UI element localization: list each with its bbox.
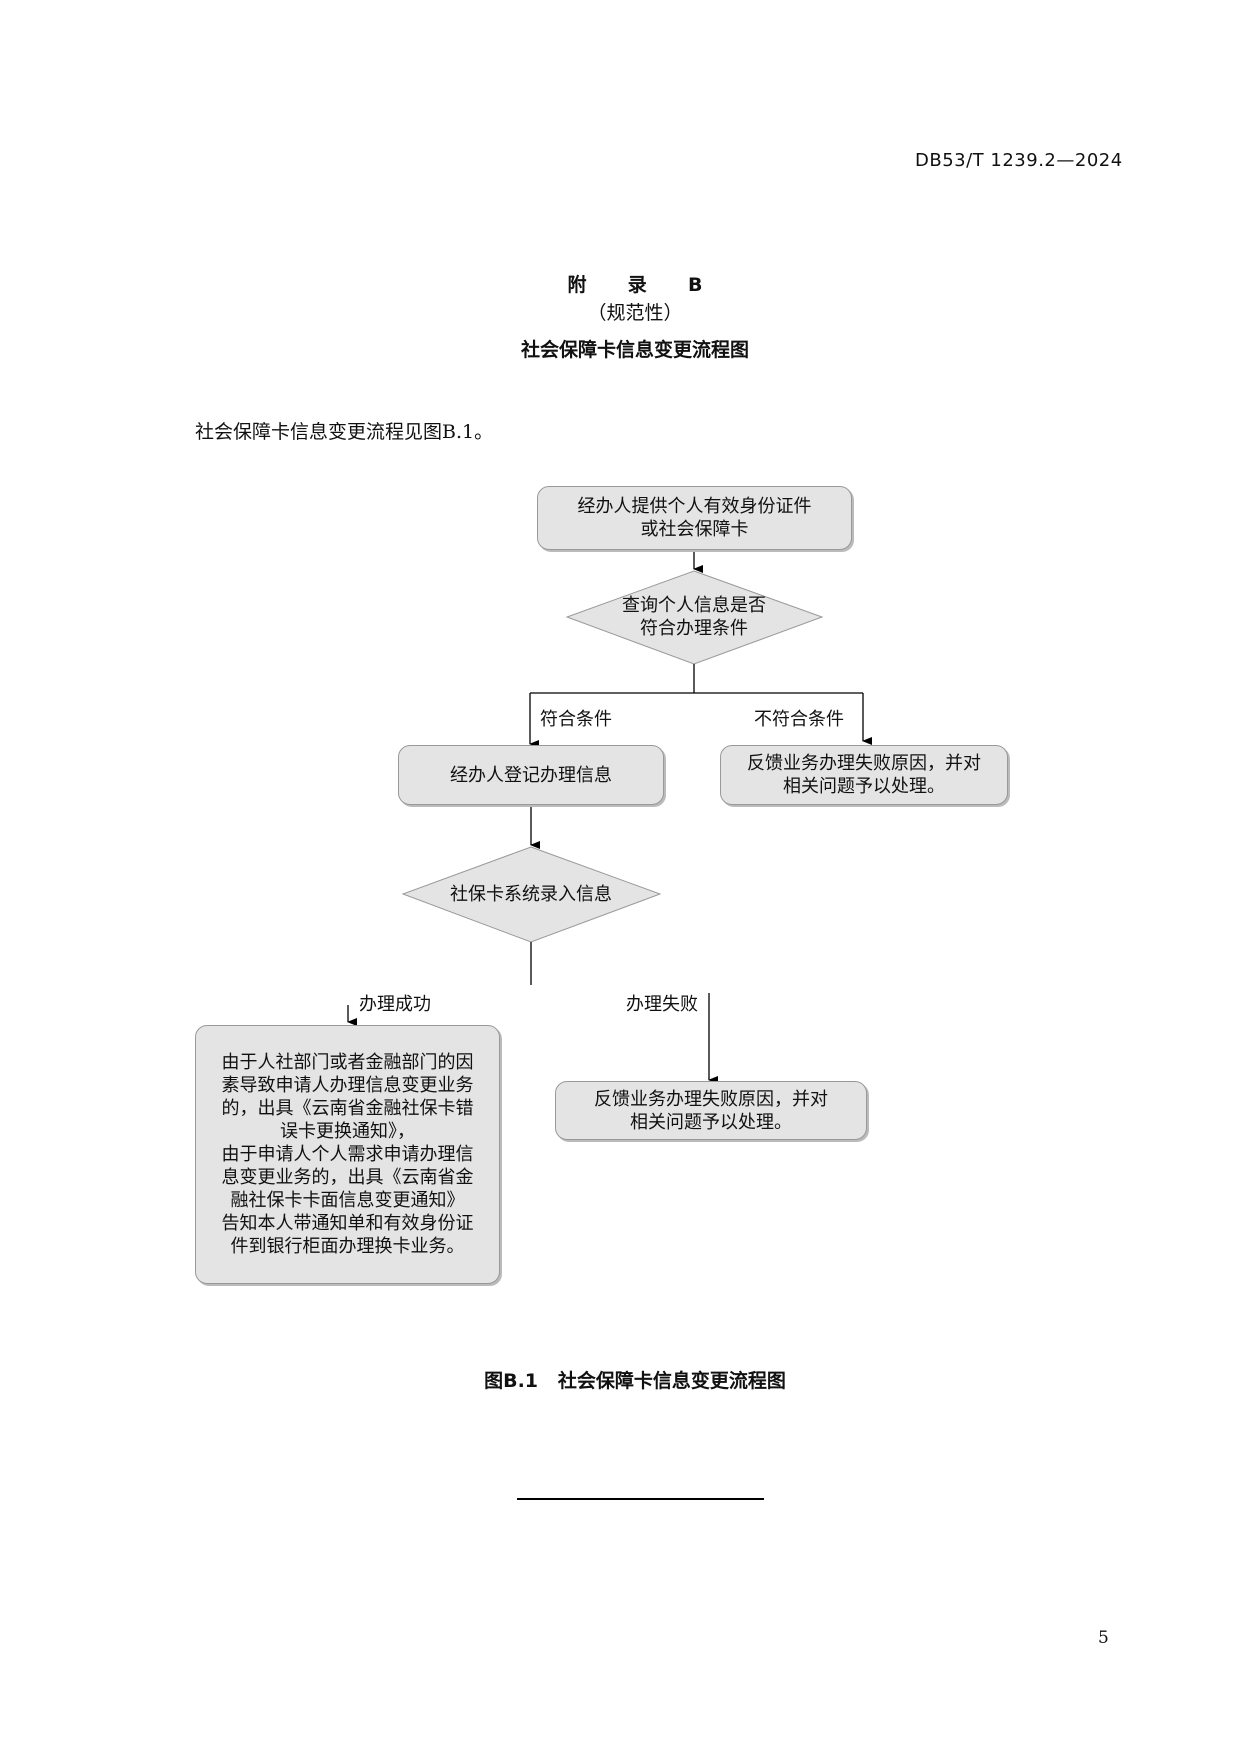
register-box: 经办人登记办理信息 [398, 745, 664, 805]
figure-caption: 图B.1 社会保障卡信息变更流程图 [484, 1370, 786, 1392]
success-box-line: 的，出具《云南省金融社保卡错 [221, 1098, 474, 1119]
branch-no-label: 不符合条件 [754, 709, 844, 730]
appendix-title: 附 录 B [567, 274, 703, 296]
start-box: 经办人提供个人有效身份证件或社会保障卡 [537, 486, 852, 550]
start-box-line: 或社会保障卡 [640, 519, 749, 540]
failure-label: 办理失败 [626, 994, 698, 1015]
success-box-line: 由于人社部门或者金融部门的因 [221, 1052, 474, 1073]
success-box: 由于人社部门或者金融部门的因 素导致申请人办理信息变更业务 的，出具《云南省金融… [195, 1025, 500, 1284]
start-box-line: 经办人提供个人有效身份证件 [577, 496, 812, 517]
document-code: DB53/T 1239.2—2024 [915, 150, 1123, 171]
appendix-type: （规范性） [587, 302, 683, 324]
decision2-text: 社保卡系统录入信息 [450, 884, 612, 905]
fail-box-2: 反馈业务办理失败原因，并对相关问题予以处理。 [555, 1081, 867, 1140]
success-box-line: 件到银行柜面办理换卡业务。 [230, 1236, 465, 1257]
fail-box-2-line: 反馈业务办理失败原因，并对 [594, 1088, 828, 1110]
success-box-line: 误卡更换通知》， [280, 1121, 415, 1142]
decision1-text: 查询个人信息是否符合办理条件 [594, 594, 794, 640]
success-label: 办理成功 [359, 994, 431, 1015]
success-box-line: 由于申请人个人需求申请办理信 [221, 1144, 474, 1165]
success-box-line: 息变更业务的，出具《云南省金 [221, 1167, 474, 1188]
decision1-line: 查询个人信息是否 [622, 595, 766, 616]
branch-yes-label: 符合条件 [540, 709, 612, 730]
fail-box-1: 反馈业务办理失败原因，并对相关问题予以处理。 [720, 745, 1008, 805]
success-box-line: 融社保卡卡面信息变更通知》 [230, 1190, 465, 1211]
fail-box-2-line: 相关问题予以处理。 [630, 1111, 792, 1133]
page-number: 5 [1098, 1628, 1109, 1648]
appendix-heading: 社会保障卡信息变更流程图 [520, 339, 749, 361]
fail-box-1-line: 相关问题予以处理。 [783, 776, 945, 797]
end-rule [517, 1498, 764, 1500]
success-box-line: 素导致申请人办理信息变更业务 [221, 1075, 474, 1096]
decision1-line: 符合办理条件 [640, 618, 748, 639]
intro-text: 社会保障卡信息变更流程见图B.1。 [195, 421, 494, 443]
fail-box-1-line: 反馈业务办理失败原因，并对 [747, 753, 981, 774]
success-box-line: 告知本人带通知单和有效身份证 [221, 1213, 474, 1234]
register-box-text: 经办人登记办理信息 [450, 764, 612, 786]
